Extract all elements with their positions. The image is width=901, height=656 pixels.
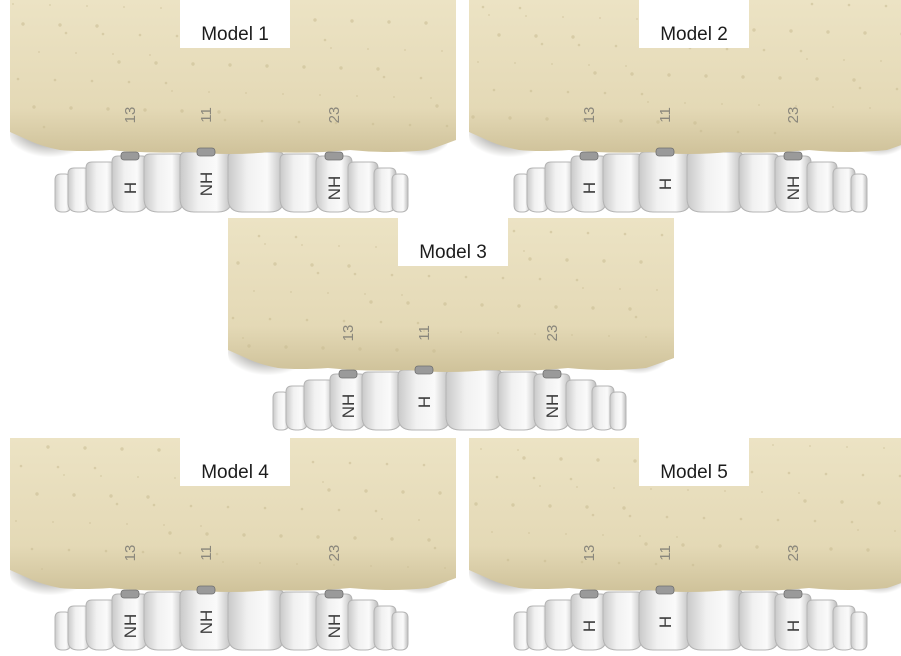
tooth-number-left: 13 — [340, 325, 357, 342]
tooth-crown — [280, 592, 320, 650]
tooth-crown — [603, 592, 643, 650]
tooth-crown — [392, 612, 408, 650]
tooth-crown — [446, 370, 502, 430]
implant-collar-icon — [197, 586, 215, 594]
implant-collar-icon — [656, 586, 674, 594]
jaw-illustration: NH NH NH 13 11 23 Model 4 — [10, 438, 456, 656]
model-title: Model 3 — [419, 242, 487, 263]
tooth-crown — [851, 174, 867, 212]
model-title: Model 2 — [660, 24, 728, 45]
implant-label-center: H — [415, 396, 434, 408]
teeth-row — [55, 152, 408, 212]
implant-collar-icon — [325, 590, 343, 598]
implant-collar-icon — [543, 370, 561, 378]
implant-label-center: H — [656, 616, 675, 628]
implant-label-left: NH — [339, 394, 358, 419]
implant-collar-icon — [339, 370, 357, 378]
tooth-number-left: 13 — [122, 107, 139, 124]
jaw-illustration: NH H NH 13 11 23 Model 3 — [228, 218, 674, 436]
tooth-crown — [498, 372, 538, 430]
implant-collar-icon — [121, 152, 139, 160]
model-5-panel: H H H 13 11 23 Model 5 — [469, 438, 901, 656]
model-title: Model 5 — [660, 462, 728, 483]
tooth-crown — [144, 592, 184, 650]
tooth-crown — [739, 154, 779, 212]
implant-label-right: NH — [543, 394, 562, 419]
tooth-number-right: 23 — [785, 545, 802, 562]
model-4-panel: NH NH NH 13 11 23 Model 4 — [10, 438, 456, 656]
tooth-crown — [687, 590, 743, 650]
tooth-crown — [739, 592, 779, 650]
tooth-number-right: 23 — [326, 545, 343, 562]
implant-label-right: H — [784, 620, 803, 632]
tooth-number-center: 11 — [657, 545, 674, 561]
tooth-crown — [228, 152, 284, 212]
implant-collar-icon — [415, 366, 433, 374]
jaw-illustration: H H H 13 11 23 Model 5 — [469, 438, 901, 656]
implant-label-left: H — [121, 182, 140, 194]
model-3-panel: NH H NH 13 11 23 Model 3 — [228, 218, 674, 436]
tooth-crown — [144, 154, 184, 212]
tooth-crown — [280, 154, 320, 212]
model-title: Model 4 — [201, 462, 269, 483]
model-title: Model 1 — [201, 24, 269, 45]
implant-collar-icon — [580, 152, 598, 160]
tooth-number-center: 11 — [416, 325, 433, 341]
teeth-row — [514, 590, 867, 650]
implant-label-center: NH — [197, 172, 216, 197]
tooth-crown — [362, 372, 402, 430]
implant-label-center: H — [656, 178, 675, 190]
tooth-number-right: 23 — [785, 107, 802, 124]
jaw-illustration: H H NH 13 11 23 Model 2 — [469, 0, 901, 218]
implant-collar-icon — [580, 590, 598, 598]
teeth-row — [514, 152, 867, 212]
tooth-crown — [687, 152, 743, 212]
implant-label-center: NH — [197, 610, 216, 635]
model-2-panel: H H NH 13 11 23 Model 2 — [469, 0, 901, 218]
tooth-number-center: 11 — [198, 107, 215, 123]
tooth-crown — [603, 154, 643, 212]
implant-collar-icon — [784, 152, 802, 160]
implant-label-left: H — [580, 620, 599, 632]
tooth-crown — [228, 590, 284, 650]
tooth-number-left: 13 — [581, 545, 598, 562]
implant-label-left: NH — [121, 614, 140, 639]
tooth-crown — [610, 392, 626, 430]
implant-collar-icon — [784, 590, 802, 598]
teeth-row — [55, 590, 408, 650]
tooth-number-center: 11 — [657, 107, 674, 123]
implant-label-right: NH — [325, 176, 344, 201]
implant-label-left: H — [580, 182, 599, 194]
tooth-number-center: 11 — [198, 545, 215, 561]
implant-collar-icon — [325, 152, 343, 160]
tooth-number-right: 23 — [544, 325, 561, 342]
implant-collar-icon — [656, 148, 674, 156]
model-1-panel: H NH NH 13 11 23 Model 1 — [10, 0, 456, 218]
teeth-row — [273, 370, 626, 430]
implant-label-right: NH — [784, 176, 803, 201]
implant-collar-icon — [121, 590, 139, 598]
tooth-crown — [392, 174, 408, 212]
jaw-illustration: H NH NH 13 11 23 Model 1 — [10, 0, 456, 218]
tooth-crown — [851, 612, 867, 650]
tooth-number-right: 23 — [326, 107, 343, 124]
tooth-number-left: 13 — [122, 545, 139, 562]
implant-collar-icon — [197, 148, 215, 156]
implant-label-right: NH — [325, 614, 344, 639]
tooth-number-left: 13 — [581, 107, 598, 124]
